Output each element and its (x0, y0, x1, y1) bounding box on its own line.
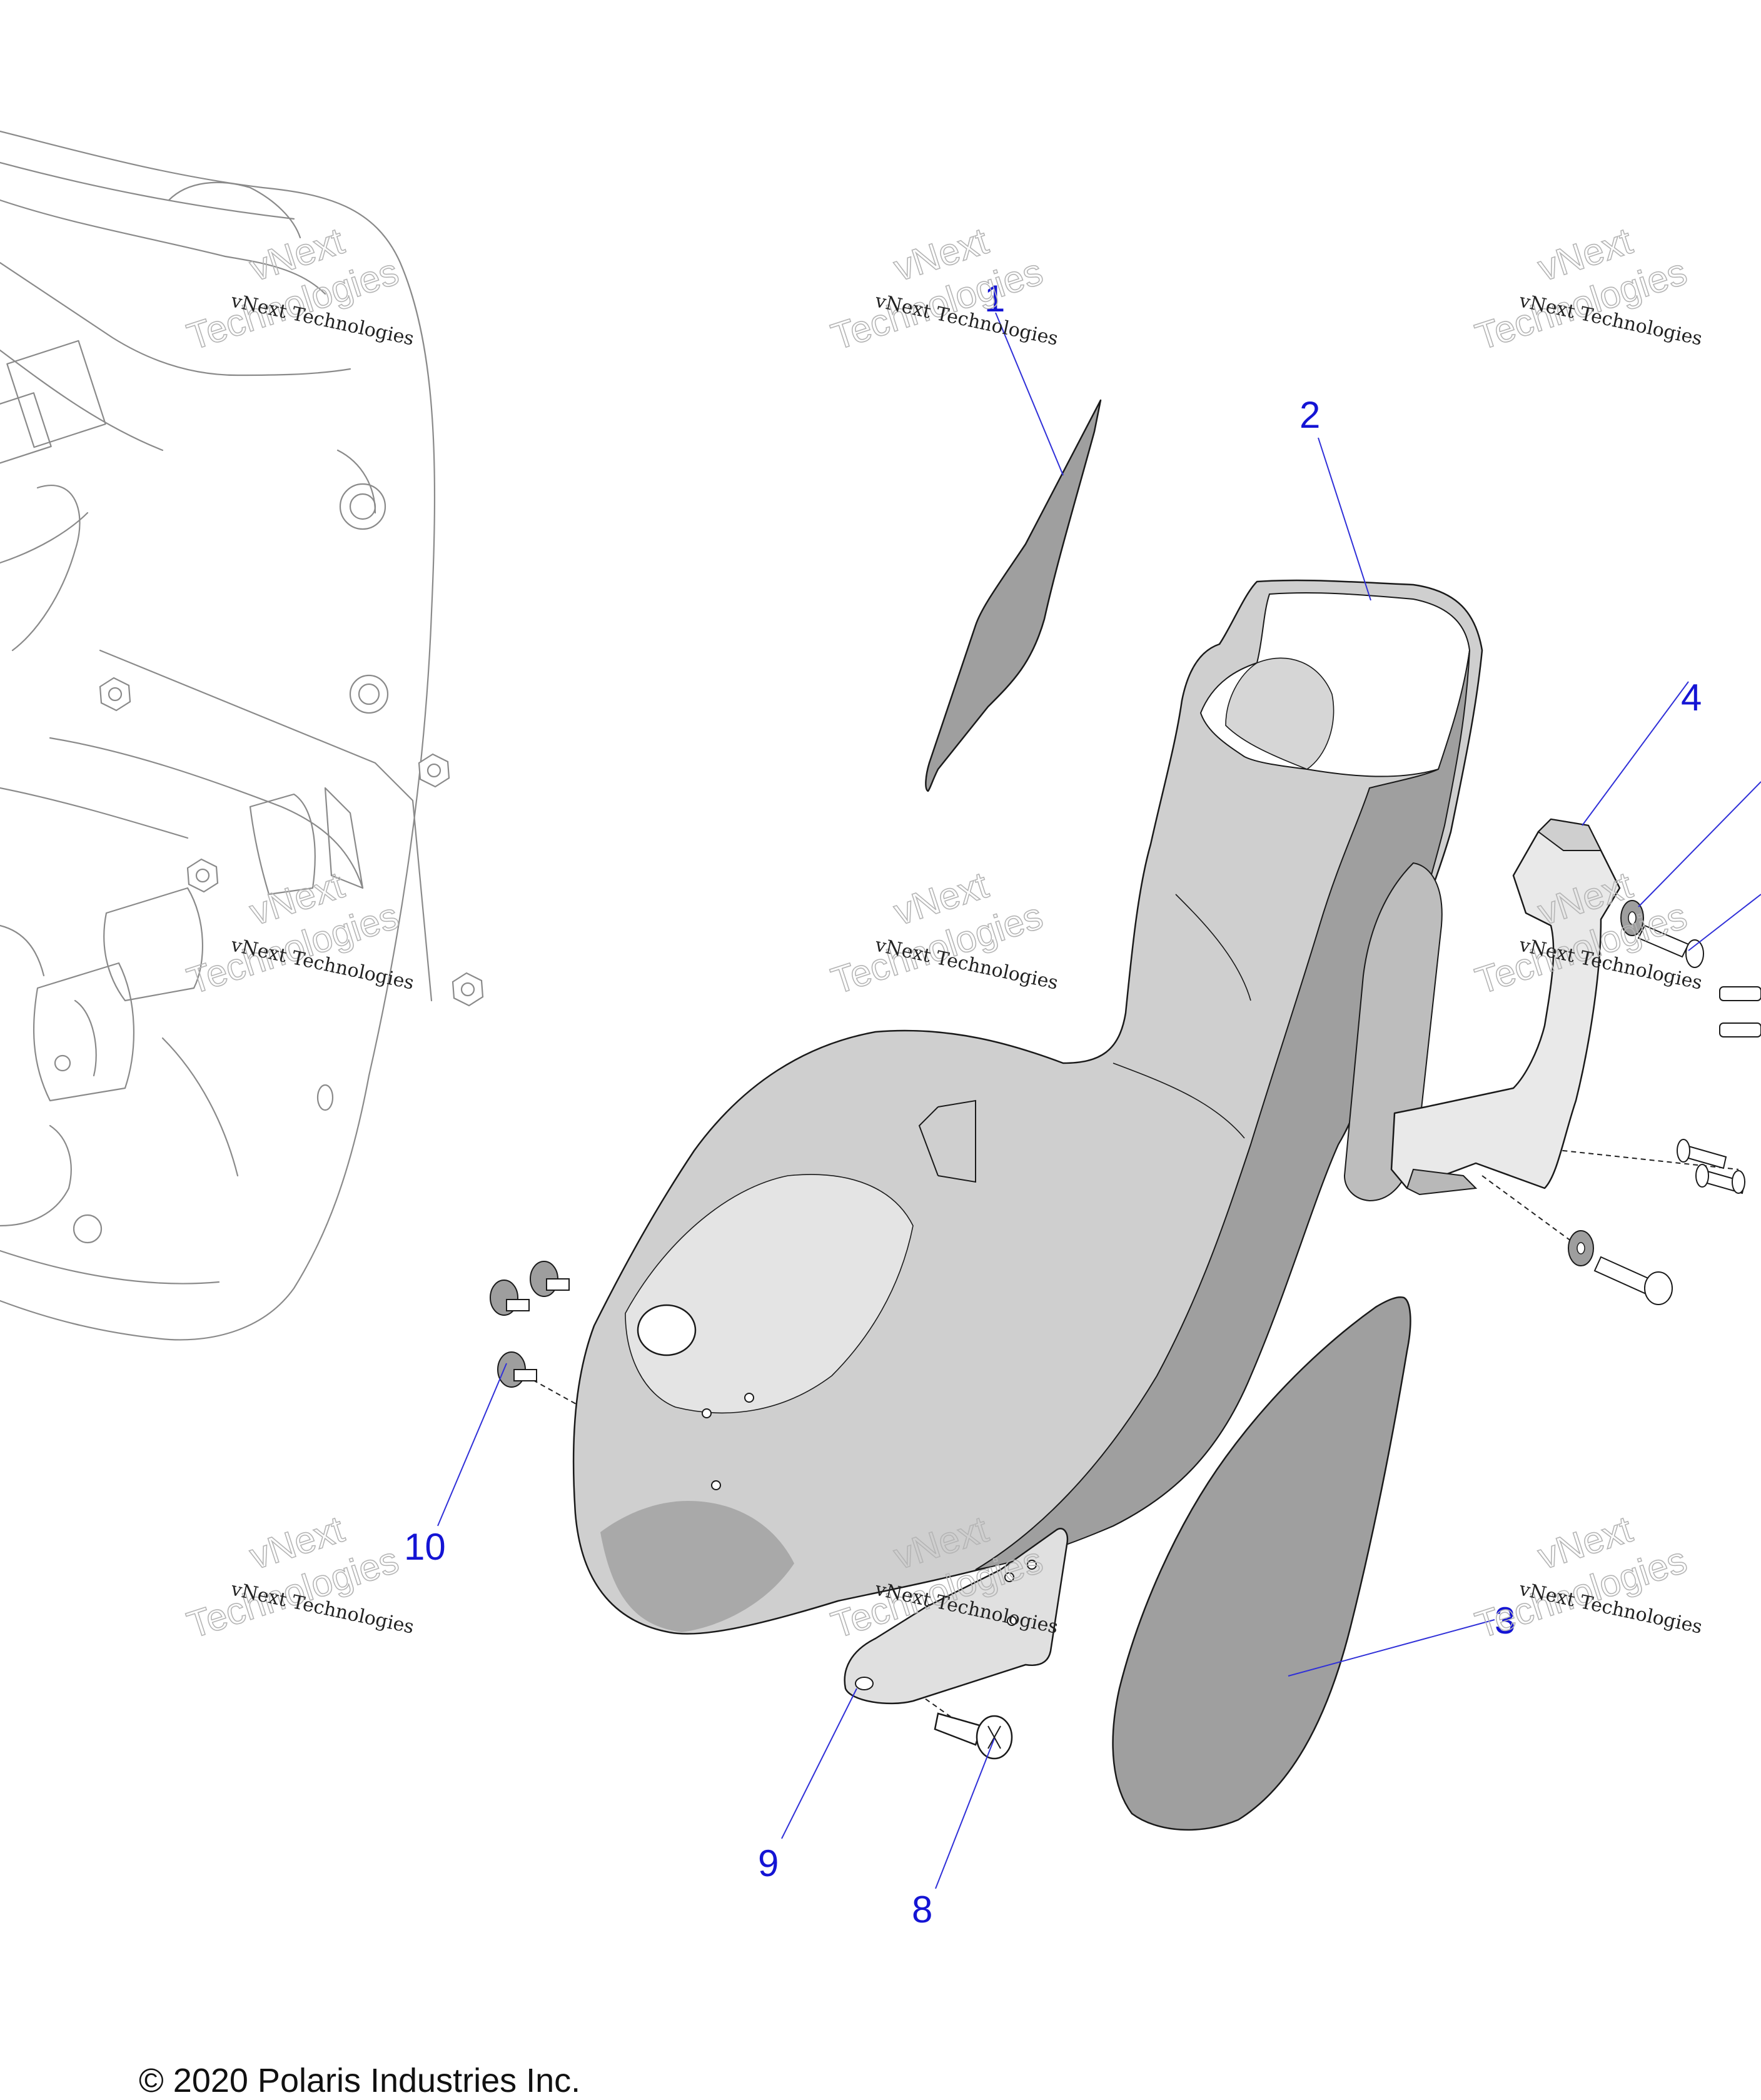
callout-labels: 1 2 3 4 8 9 10 (404, 278, 1702, 1931)
watermark-row1-left: vNext Technologies vNext Technologies (182, 219, 416, 358)
screw-icon (1637, 924, 1704, 968)
engine-bolt-mid-icon (186, 858, 219, 893)
part-9-bracket-plate (844, 1528, 1069, 1705)
callout-3: 3 (1495, 1600, 1515, 1642)
screw-lower-icon (1593, 1256, 1673, 1305)
callout-9: 9 (758, 1842, 779, 1884)
watermark-row3-left: vNext Technologies vNext Technologies (182, 1507, 416, 1647)
callout-1: 1 (984, 278, 1005, 320)
watermark-row1-right: vNext Technologies vNext Technologies (1470, 219, 1705, 358)
rivet-icon (1719, 986, 1761, 1037)
copyright-notice: © 2020 Polaris Industries Inc. (139, 2062, 581, 2099)
callout-4: 4 (1681, 677, 1702, 719)
watermark-row3-right: vNext Technologies vNext Technologies (1470, 1507, 1705, 1647)
bracket-hardware (1568, 900, 1761, 1305)
screw-pair-icon (1677, 1139, 1746, 1194)
callout-2: 2 (1299, 394, 1320, 436)
watermark-row2-left: vNext Technologies vNext Technologies (182, 863, 416, 1002)
callout-10: 10 (404, 1526, 446, 1568)
part-3-lower-heat-shield (1112, 1296, 1411, 1831)
part-1-upper-heat-shield (925, 399, 1102, 792)
callout-leader-lines (437, 312, 1761, 1889)
engine-bolt-right-icon (418, 753, 450, 788)
part-4-mounting-bracket (1390, 818, 1621, 1196)
engine-bolt-lower-icon (452, 972, 484, 1007)
part-10-rivets (490, 1261, 570, 1388)
watermark-row2-mid: vNext Technologies vNext Technologies (826, 863, 1061, 1002)
engine-bolt-upper-icon (99, 677, 131, 712)
part-8-screw-icon (934, 1712, 1013, 1760)
engine-clutch-cover-outline (0, 130, 484, 1341)
duct-mount-hole (637, 1304, 697, 1356)
callout-8: 8 (912, 1889, 932, 1931)
watermark-row1-mid: vNext Technologies vNext Technologies (826, 219, 1061, 358)
